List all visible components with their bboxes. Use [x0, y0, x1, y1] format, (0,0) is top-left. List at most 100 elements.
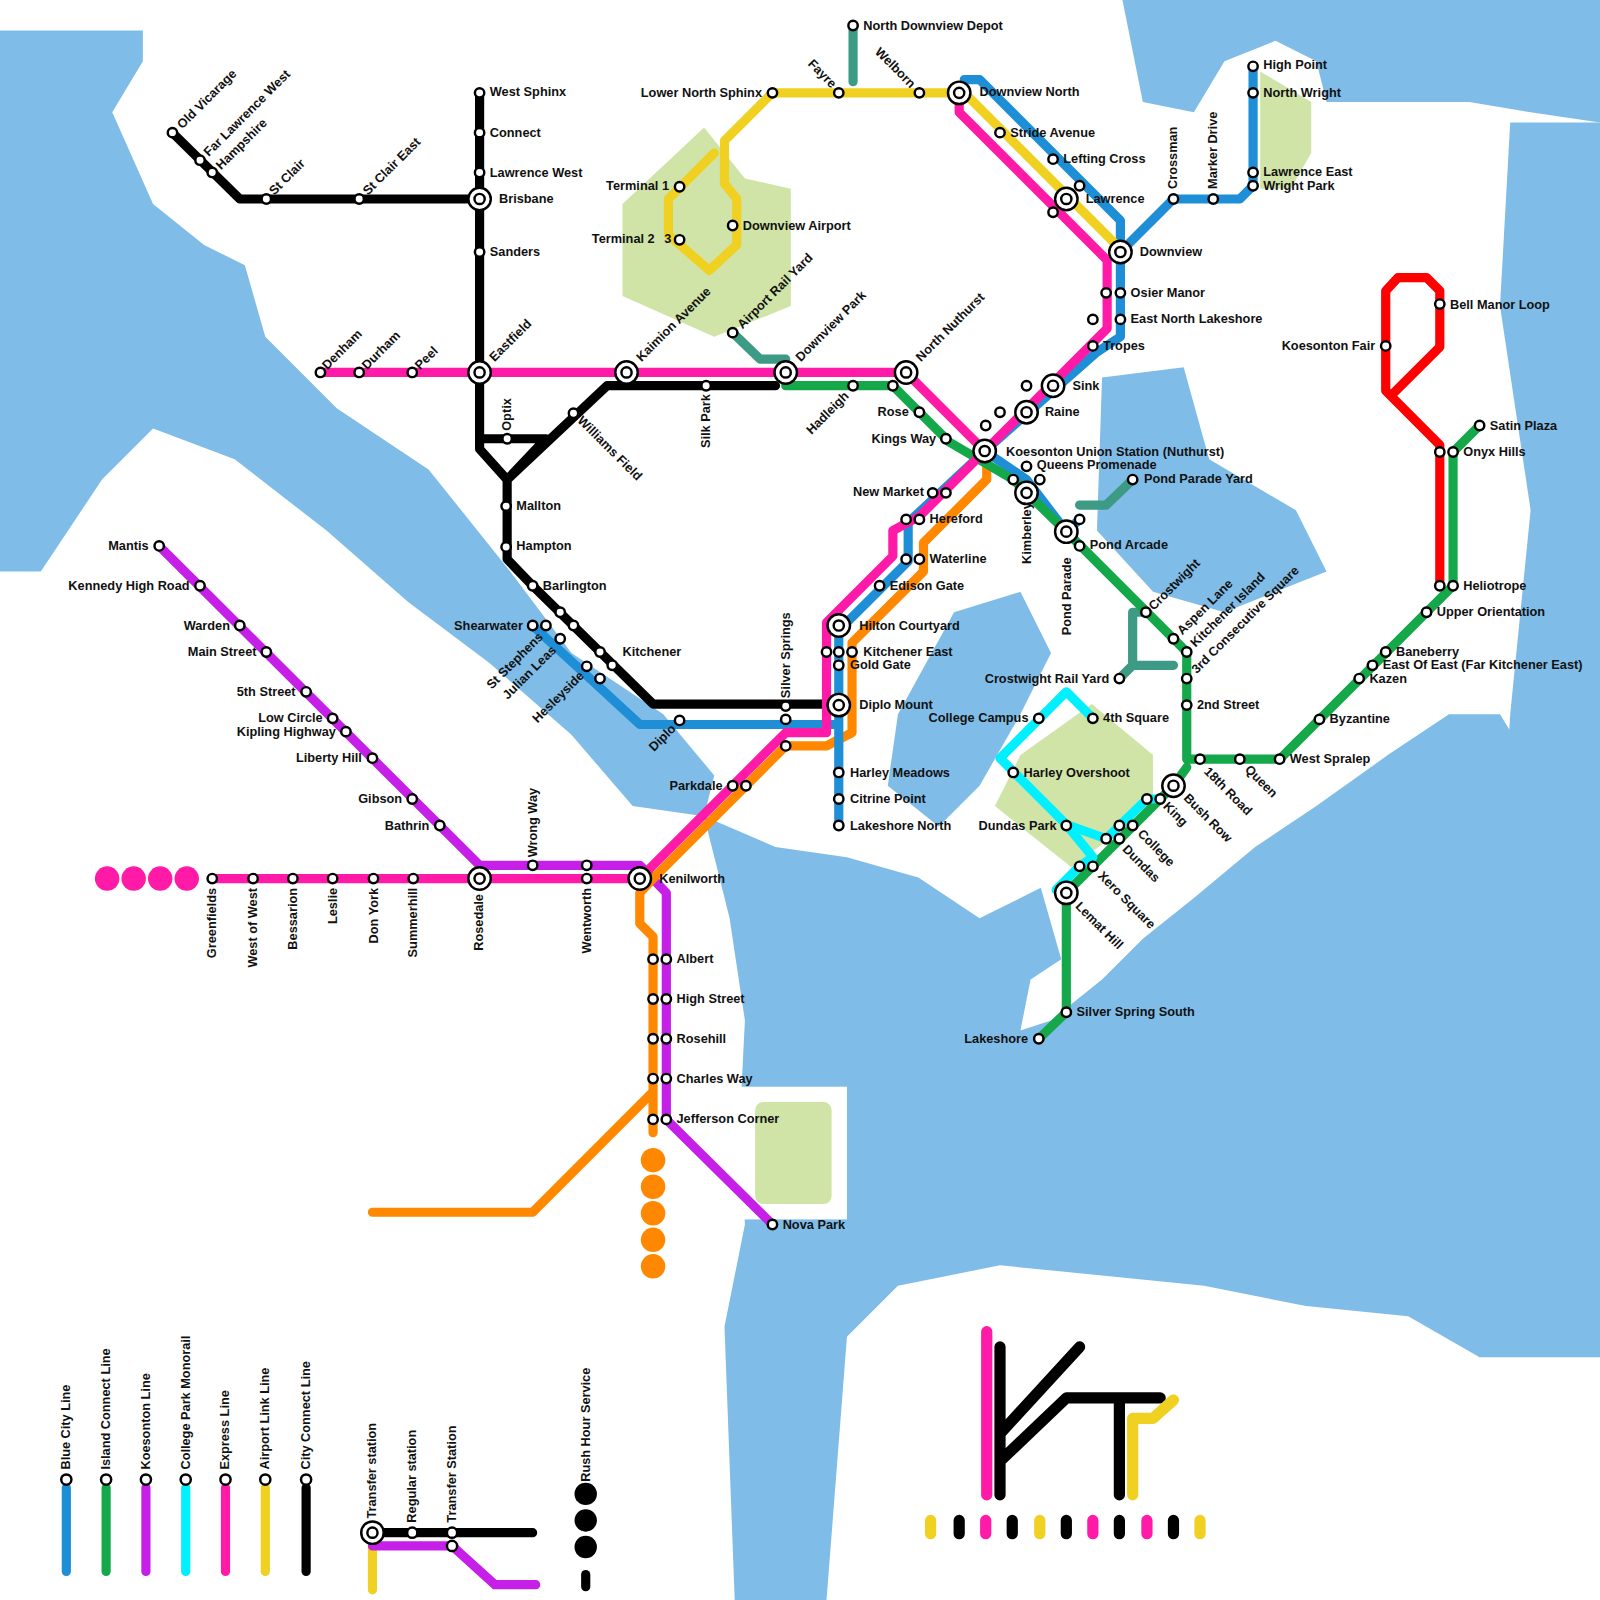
station-dot: [354, 368, 363, 377]
station-dot: [648, 994, 657, 1003]
station-label: Sink: [1072, 379, 1099, 394]
station-dot: [1128, 821, 1137, 830]
station-label: Diplo: [646, 722, 679, 755]
station-label: New Market: [853, 485, 924, 500]
station-label: 2nd Street: [1197, 698, 1259, 713]
station-dot: [648, 1034, 657, 1043]
transfer-dot: [1048, 381, 1058, 391]
station-dot: [1448, 447, 1457, 456]
station-dot: [1182, 700, 1191, 709]
rail-yard-line: [733, 26, 1174, 679]
transfer-dot: [468, 867, 490, 889]
station-label: West Spralep: [1290, 752, 1371, 767]
transfer-dot: [1055, 882, 1077, 904]
station-dot: [408, 368, 417, 377]
station-dot: [768, 88, 777, 97]
station-dot: [235, 621, 244, 630]
transfer-dot: [781, 367, 791, 377]
legend-line: [102, 1488, 111, 1572]
station-dot: [475, 128, 484, 137]
station-label: Lakeshore: [964, 1032, 1028, 1047]
station-label: Shearwater: [454, 618, 523, 633]
station-dot: [928, 488, 937, 497]
station-label: Liberty Hill: [296, 751, 362, 766]
station-dot: [995, 408, 1004, 417]
station-label: Bell Manor Loop: [1450, 298, 1550, 313]
station-dot: [1435, 299, 1444, 308]
legend-label: Transfer Station: [445, 1426, 460, 1523]
station-dot: [1075, 181, 1084, 190]
transfer-dot: [474, 194, 484, 204]
station-label: Baneberry: [1396, 645, 1459, 660]
station-dot: [1248, 62, 1257, 71]
station-dot: [1088, 315, 1097, 324]
logo-dash: [931, 1520, 1200, 1533]
transfer-dot: [1115, 247, 1125, 257]
transfer-dot: [1021, 488, 1031, 498]
station-label: West of West: [246, 888, 261, 968]
station-dot: [648, 1115, 657, 1124]
station-dot: [1048, 208, 1057, 217]
station-label: Downview Park: [793, 288, 870, 365]
station-dot: [781, 741, 790, 750]
legend-label: Transfer station: [365, 1423, 380, 1519]
station-label: Hampton: [516, 539, 571, 554]
legend-label: Express Line: [218, 1390, 233, 1469]
station-dot: [662, 954, 671, 963]
station-label: Pond Parade: [1059, 557, 1074, 635]
station-dot: [1062, 1008, 1071, 1017]
station-label: Satin Plaza: [1490, 418, 1557, 433]
station-label: Hesleyside: [530, 668, 588, 726]
logo-stroke: [1133, 1400, 1174, 1495]
rush-dot: [641, 1201, 665, 1225]
transfer-dot: [1162, 774, 1184, 796]
station-dot: [354, 194, 363, 203]
station-dot: [741, 781, 750, 790]
station-label: Osier Manor: [1131, 286, 1205, 301]
station-dot: [341, 727, 350, 736]
rush-dot: [148, 866, 172, 890]
station-dot: [1141, 608, 1150, 617]
station-label: St Clair East: [360, 135, 424, 199]
station-label: Denham: [319, 327, 365, 373]
station-dot: [1381, 341, 1390, 350]
station-label: Mallton: [516, 499, 561, 514]
station-dot: [915, 554, 924, 563]
station-label: High Point: [1263, 58, 1327, 73]
legend-label: City Connect Line: [299, 1361, 314, 1469]
transfer-dot: [828, 694, 850, 716]
station-dot: [781, 715, 790, 724]
station-dot: [941, 434, 950, 443]
transfer-dot: [834, 700, 844, 710]
station-label: Kimberley: [1020, 502, 1035, 564]
rush-hour-dots: [95, 866, 199, 890]
station-dot: [648, 954, 657, 963]
station-label: Albert: [677, 952, 714, 967]
station-label: East Of East (Far Kitchener East): [1383, 658, 1583, 673]
airport-link-line: [668, 93, 1120, 271]
station-label: Hilton Courtyard: [859, 618, 960, 633]
station-dot: [901, 554, 910, 563]
station-label: Marker Drive: [1206, 112, 1221, 189]
station-dot: [1088, 862, 1097, 871]
station-dot: [1209, 194, 1218, 203]
station-dot: [582, 662, 591, 671]
station-dot: [1195, 754, 1204, 763]
station-dot: [781, 701, 790, 710]
station-label: Welborn: [872, 45, 918, 91]
station-dot: [662, 1074, 671, 1083]
transfer-dot: [834, 620, 844, 630]
legend-label: Airport Link Line: [258, 1368, 273, 1470]
station-dot: [262, 647, 271, 656]
legend-line: [62, 1488, 71, 1572]
station-label: Diplo Mount: [859, 698, 933, 713]
station-dot: [101, 1474, 111, 1484]
transfer-dot: [895, 361, 917, 383]
station-dot: [1075, 862, 1084, 871]
transfer-dot: [615, 361, 637, 383]
transfer-dot: [1042, 374, 1064, 396]
station-label: North Wright: [1263, 86, 1341, 101]
station-label: Edison Gate: [890, 579, 964, 594]
station-dot: [328, 874, 337, 883]
rush-dot: [641, 1228, 665, 1252]
